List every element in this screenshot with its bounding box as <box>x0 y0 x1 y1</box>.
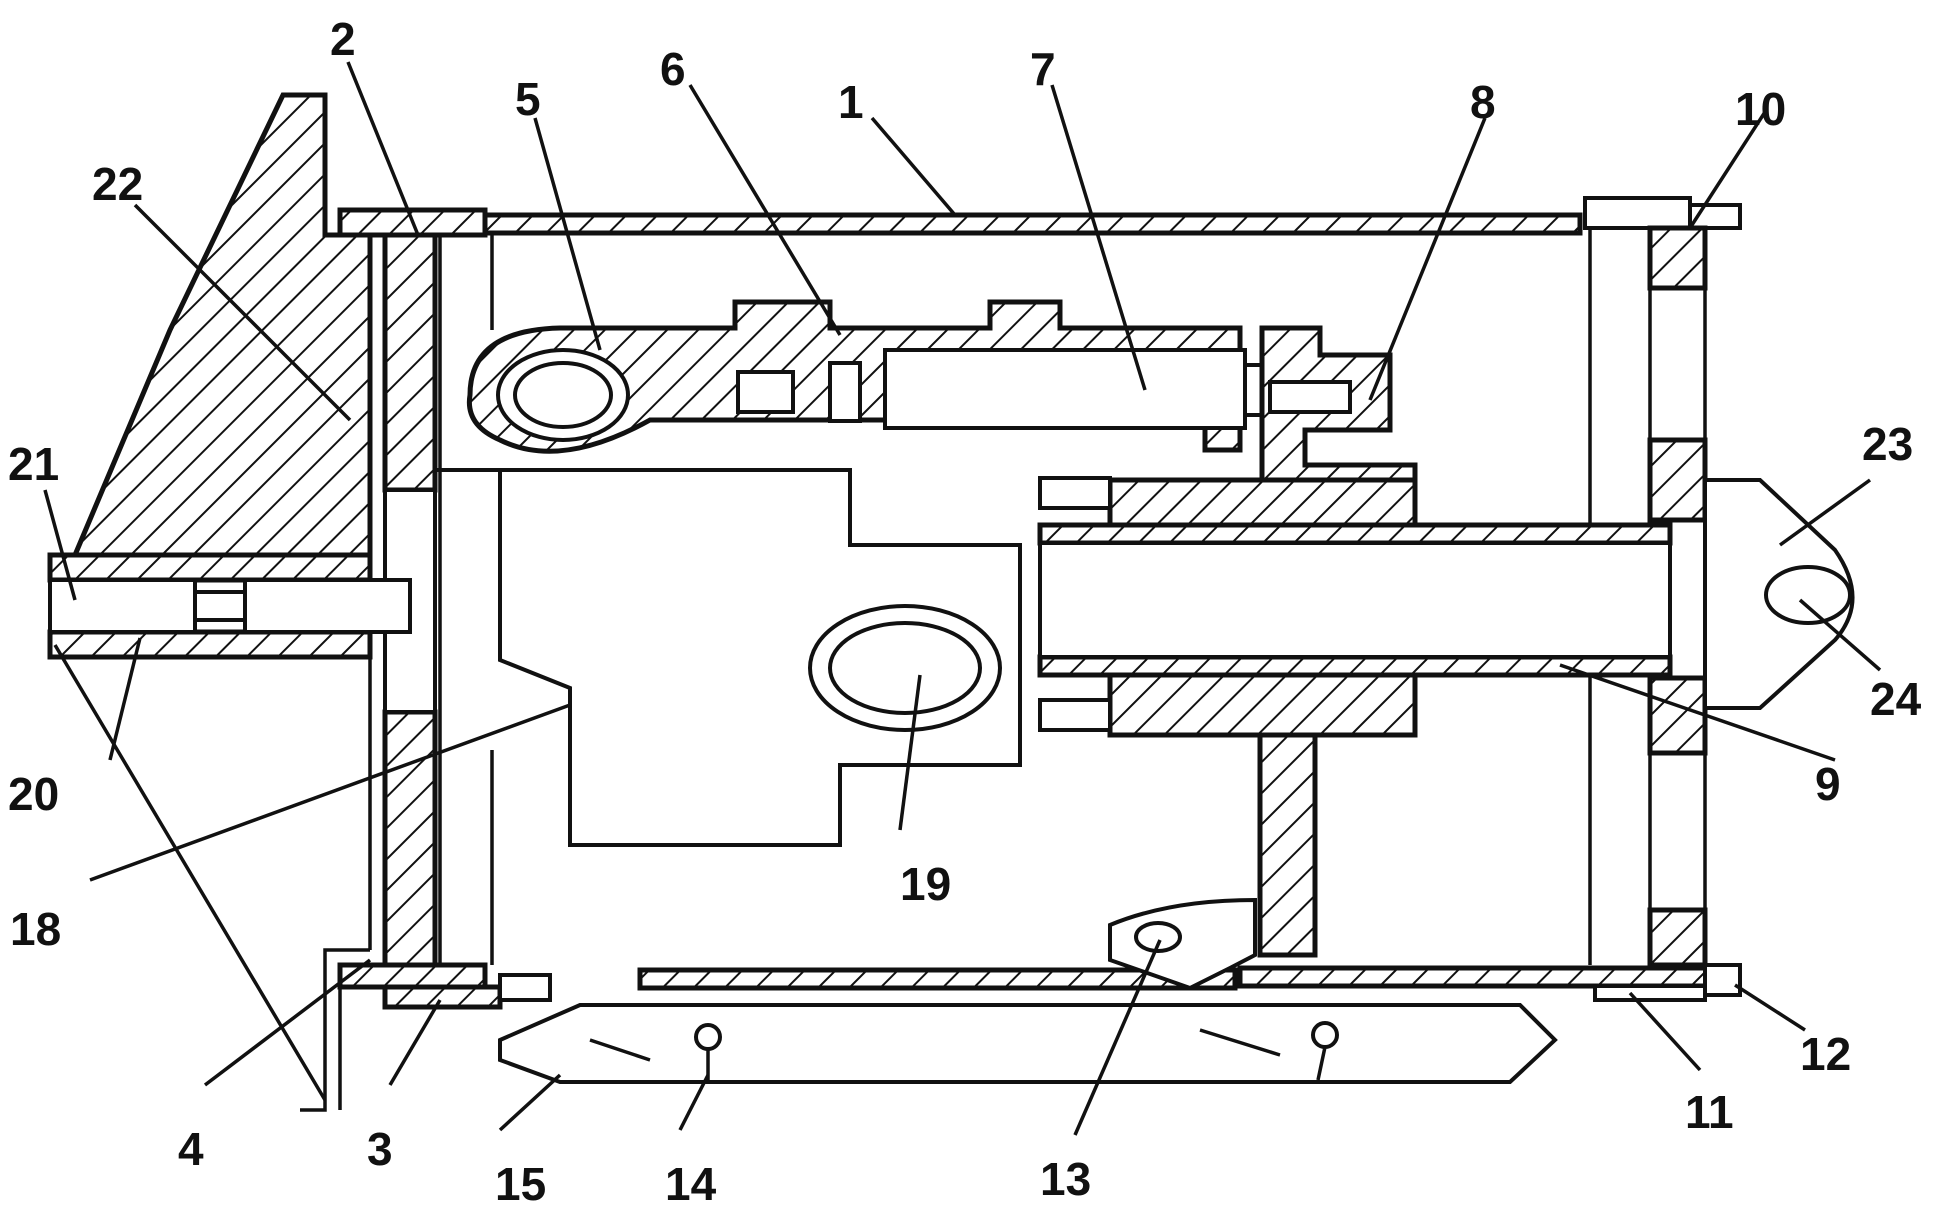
part-13-hinge-pin <box>1134 921 1182 953</box>
part-10-wall-bottom <box>1647 907 1708 968</box>
lower-bolt <box>1038 698 1112 732</box>
label-10: 10 <box>1735 83 1786 135</box>
leader-1 <box>870 116 957 217</box>
part-21-pin <box>48 578 197 634</box>
part-10-wall-low <box>1647 675 1708 756</box>
part-10-wall-mid <box>1647 437 1708 523</box>
leader-8 <box>1368 117 1487 401</box>
part-2-wall-lower <box>382 709 438 970</box>
label-1: 1 <box>838 76 864 128</box>
part-9-sleeve-bottom <box>1037 654 1673 678</box>
label-23: 23 <box>1862 418 1913 470</box>
leader-11 <box>1628 991 1702 1072</box>
part-12-bottom-end <box>1703 963 1742 997</box>
support-column <box>1257 732 1318 958</box>
leader-7 <box>1050 84 1147 391</box>
part-1-top-plate-long <box>482 212 1583 236</box>
part-11-bottom-cap <box>1593 984 1707 1002</box>
label-15: 15 <box>495 1158 546 1206</box>
leader-9 <box>1559 663 1836 762</box>
leader-3 <box>388 999 442 1086</box>
part-20-shaft-bottom <box>47 629 373 660</box>
top-right-cap <box>1583 196 1692 230</box>
label-8: 8 <box>1470 76 1496 128</box>
part-4-bracket <box>300 948 370 1112</box>
label-14: 14 <box>665 1158 717 1206</box>
leader-20 <box>108 637 142 761</box>
label-21: 21 <box>8 438 59 490</box>
label-12: 12 <box>1800 1028 1851 1080</box>
part-13-hinge <box>1108 897 1257 991</box>
leader-22 <box>133 203 352 422</box>
part-5-bearing-inner <box>513 361 613 429</box>
label-20: 20 <box>8 768 59 820</box>
leader-19 <box>898 674 922 831</box>
part-6-collar <box>828 361 862 423</box>
part-19-hole-inner <box>828 621 982 715</box>
bottom-plate-stub <box>498 973 552 1002</box>
lower-flange <box>1107 672 1418 738</box>
leader-6 <box>688 84 842 336</box>
part-15-runner <box>498 1003 1558 1084</box>
label-22: 22 <box>92 158 143 210</box>
part-21-pin-neck <box>193 590 247 622</box>
leader-18 <box>89 703 571 882</box>
part-24-lug-hole <box>1764 565 1852 625</box>
label-9: 9 <box>1815 758 1841 810</box>
part-3-bottom-block <box>382 984 503 1010</box>
label-13: 13 <box>1040 1153 1091 1205</box>
part-6-stub <box>736 370 795 414</box>
label-5: 5 <box>515 73 541 125</box>
part-2-wall-upper <box>382 232 438 493</box>
leader-14 <box>678 1074 710 1131</box>
leader-21 <box>43 489 77 601</box>
runner-inner-line-a <box>589 1038 651 1062</box>
part-18-body <box>435 468 1022 847</box>
label-11: 11 <box>1685 1086 1734 1138</box>
label-18: 18 <box>10 903 61 955</box>
label-2: 2 <box>330 13 356 65</box>
leader-4 <box>203 958 372 1087</box>
leader-24 <box>1798 598 1882 672</box>
label-7: 7 <box>1030 43 1056 95</box>
bottom-plate-right <box>1237 965 1733 989</box>
part-14-fastener-right <box>1311 1021 1339 1049</box>
label-4: 4 <box>178 1123 204 1175</box>
leader-5 <box>533 117 602 351</box>
bottom-plate-long <box>637 967 1238 991</box>
runner-inner-line-b <box>1199 1028 1281 1057</box>
leader-10 <box>1688 111 1767 229</box>
label-6: 6 <box>660 43 686 95</box>
part-9-shaft <box>1038 541 1672 659</box>
part-10-wall-top <box>1647 225 1708 291</box>
label-19: 19 <box>900 858 951 910</box>
part-9-sleeve-top <box>1037 522 1673 546</box>
leader-15 <box>498 1073 562 1132</box>
leader-13 <box>1073 939 1162 1136</box>
part-7-cylinder <box>883 348 1247 430</box>
leader-2 <box>346 61 420 236</box>
part-20-shaft-top <box>47 552 373 583</box>
part-14-fastener-left <box>694 1023 722 1051</box>
upper-flange <box>1107 477 1418 528</box>
label-24: 24 <box>1870 673 1922 725</box>
part-14-fastener-right-stem <box>1316 1046 1327 1081</box>
leader-4b <box>53 644 327 1101</box>
part-8-pin <box>1268 380 1352 414</box>
label-3: 3 <box>367 1123 393 1175</box>
leader-12 <box>1734 983 1806 1032</box>
leader-23 <box>1778 478 1872 547</box>
part-21-pin-head <box>243 578 412 634</box>
upper-bolt <box>1038 476 1112 510</box>
